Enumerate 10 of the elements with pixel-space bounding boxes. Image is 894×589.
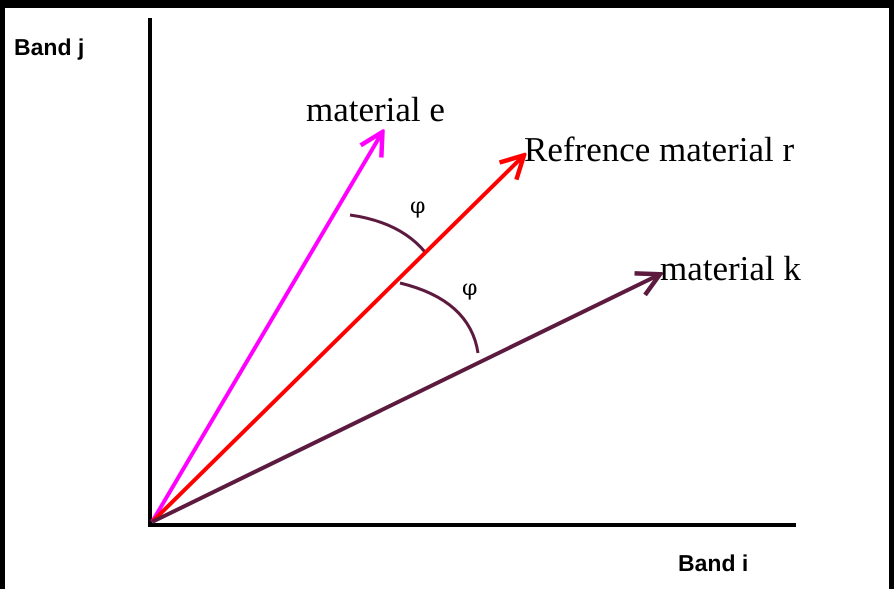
axis-or-angle-label: φ — [410, 196, 426, 218]
vector-label: Refrence material r — [524, 130, 794, 169]
arrow — [150, 130, 385, 524]
arrow — [150, 153, 526, 524]
axis-or-angle-label: Band j — [14, 36, 84, 59]
arrow — [151, 271, 662, 524]
axis-or-angle-label: φ — [462, 278, 478, 300]
vector-label: material k — [660, 249, 801, 288]
axis-or-angle-label: Band i — [678, 552, 748, 575]
vector-label: material e — [306, 90, 445, 129]
